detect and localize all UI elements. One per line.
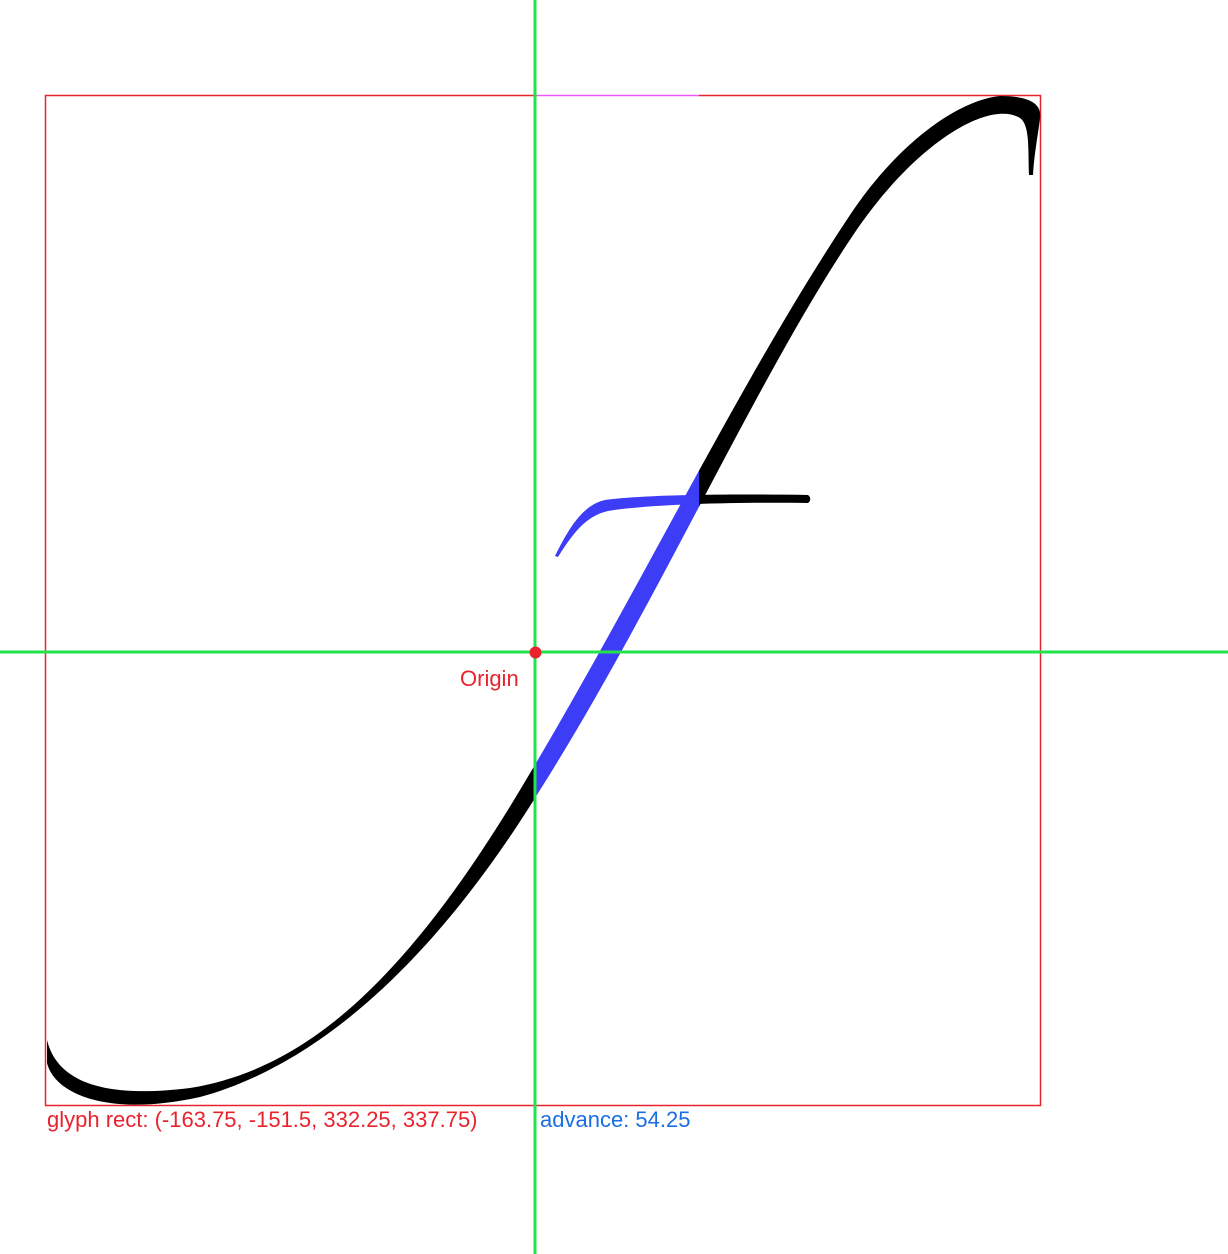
advance-bar [536,90,699,1102]
origin-label: Origin [460,666,519,691]
advance-label: advance: 54.25 [540,1107,691,1132]
glyph-rect-label: glyph rect: (-163.75, -151.5, 332.25, 33… [47,1107,478,1132]
glyph-f-shape [47,96,1041,1105]
glyph-f-crossbar [555,494,811,557]
origin-point [529,646,542,659]
